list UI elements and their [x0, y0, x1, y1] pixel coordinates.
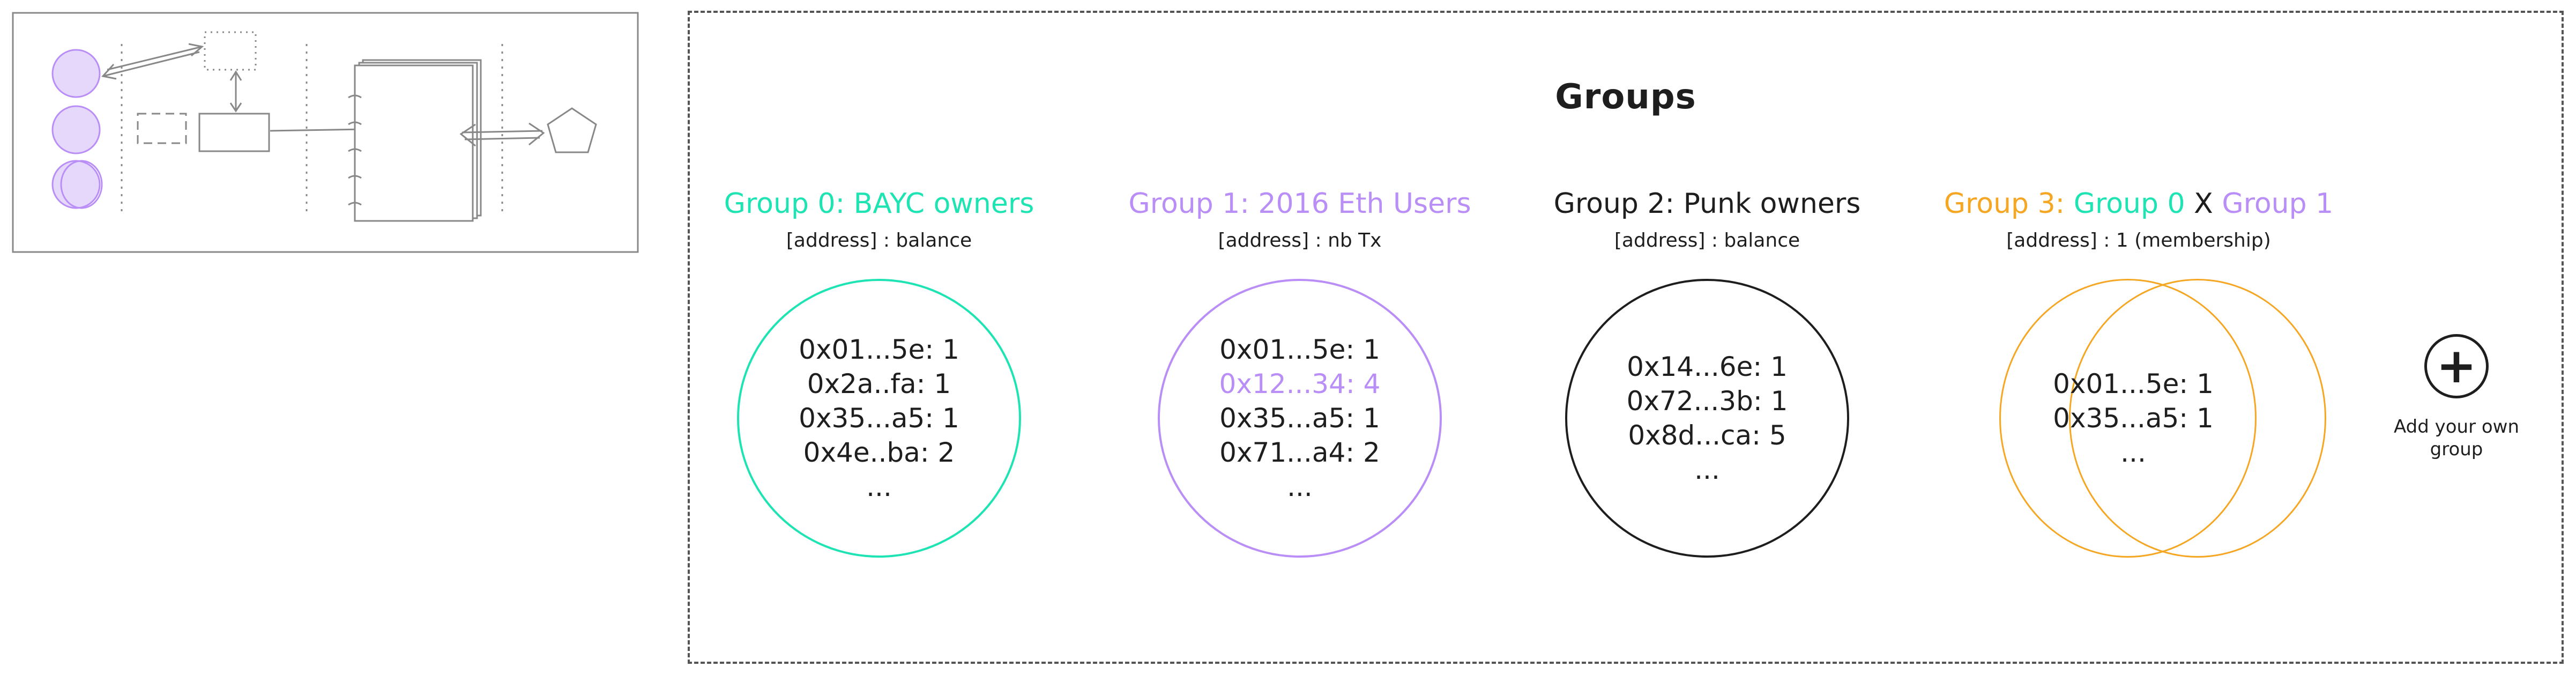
group-entry: 0x72...3b: 1	[1626, 386, 1788, 417]
plus-icon: +	[2436, 338, 2477, 394]
process-box	[198, 113, 270, 152]
group-entry: ...	[1694, 454, 1720, 485]
group-entry: 0x01...5e: 1	[1219, 334, 1380, 365]
group-entry: ...	[2120, 437, 2146, 468]
group-entry: 0x8d...ca: 5	[1628, 420, 1786, 451]
group-entry: 0x35...a5: 1	[2053, 403, 2214, 434]
pentagon-icon	[547, 107, 597, 153]
arrowhead	[459, 123, 476, 147]
group-entry: 0x4e..ba: 2	[803, 437, 955, 468]
group-entry: 0x01...5e: 1	[799, 334, 959, 365]
add-group-button[interactable]: +	[2424, 334, 2489, 398]
group-entry: ...	[1287, 471, 1313, 502]
group-circle	[1565, 279, 1849, 558]
arrowhead	[188, 43, 204, 57]
group-title-part: Group 2: Punk owners	[1553, 188, 1861, 220]
group-entry: 0x12...34: 4	[1219, 368, 1381, 399]
group-title: Group 0: BAYC owners	[724, 188, 1034, 220]
group-entry: 0x71...a4: 2	[1219, 437, 1380, 468]
group-entry: ...	[866, 471, 892, 502]
arrow-line	[107, 46, 203, 71]
arrow-line	[102, 51, 200, 77]
group-entry: 0x01...5e: 1	[2053, 368, 2214, 399]
arrowhead	[229, 102, 242, 113]
arrow-line	[461, 130, 543, 134]
group-subtitle: [address] : balance	[1614, 229, 1800, 251]
group-entry: 0x14...6e: 1	[1627, 351, 1788, 382]
group-entry: 0x2a..fa: 1	[807, 368, 951, 399]
arrowhead	[528, 122, 545, 146]
group-entry: 0x35...a5: 1	[799, 403, 959, 434]
group-title: Group 2: Punk owners	[1554, 188, 1861, 220]
group-circle	[2069, 279, 2326, 558]
group-entry: 0x35...a5: 1	[1219, 403, 1380, 434]
add-group-label: Add your own group	[2393, 416, 2520, 460]
dashed-box	[137, 113, 187, 144]
group-subtitle: [address] : nb Tx	[1218, 229, 1382, 251]
group-title-part: Group 0	[2073, 188, 2185, 220]
arrowhead	[229, 70, 242, 81]
notebook-rings	[348, 94, 362, 206]
purple-circle-icon	[51, 49, 101, 98]
notebook-page	[354, 64, 474, 222]
group-circle	[737, 279, 1021, 558]
arrowhead	[101, 63, 117, 80]
page-title: Groups	[1555, 77, 1696, 117]
group-title-part: Group 1	[2222, 188, 2334, 220]
purple-circle-icon	[51, 105, 101, 154]
group-circle	[1158, 279, 1442, 558]
overlap-circle-icon	[60, 160, 103, 209]
group-title-part: X	[2185, 188, 2222, 220]
group-title: Group 3: Group 0 X Group 1	[1944, 188, 2334, 220]
group-title: Group 1: 2016 Eth Users	[1128, 188, 1471, 220]
group-title-part: Group 3:	[1944, 188, 2074, 220]
group-subtitle: [address] : 1 (membership)	[2006, 229, 2271, 251]
group-subtitle: [address] : balance	[786, 229, 972, 251]
arrow-line	[464, 137, 540, 140]
architecture-thumbnail	[12, 12, 639, 253]
group-title-part: Group 0: BAYC owners	[724, 188, 1034, 220]
group-title-part: Group 1: 2016 Eth Users	[1128, 188, 1471, 220]
groups-panel: Groups	[688, 11, 2564, 664]
group-entries: 0x01...5e: 1 0x35...a5: 1...	[2053, 367, 2214, 470]
thumbnail-frame	[12, 12, 639, 253]
purple-circle-icon	[51, 160, 101, 209]
